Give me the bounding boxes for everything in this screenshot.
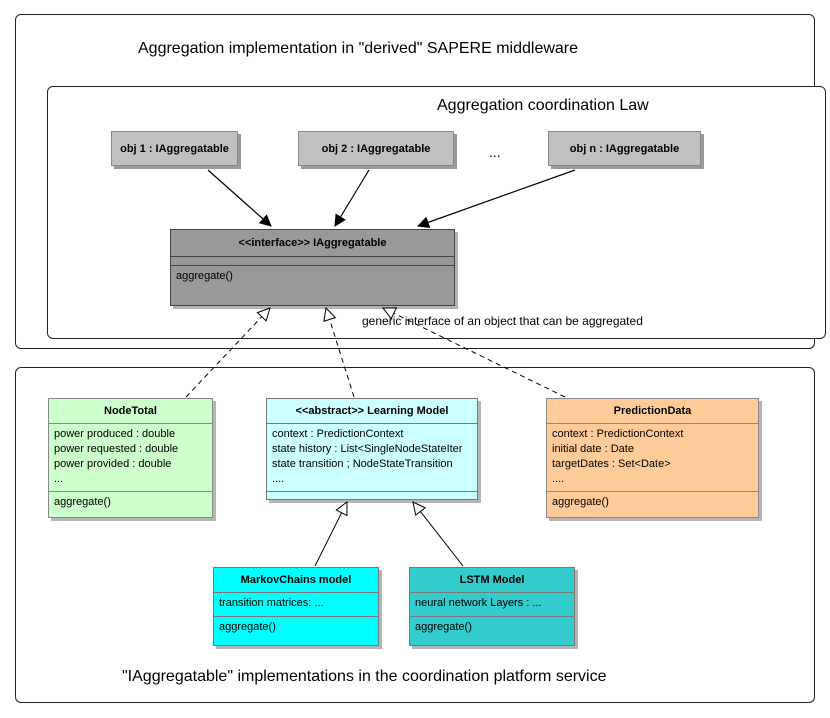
interface-header: <<interface>> IAggregatable — [171, 230, 454, 257]
object-instance-label: obj n : IAggregatable — [569, 142, 680, 155]
class-attribute: targetDates : Set<Date> — [552, 458, 671, 470]
lstm-model-class: LSTM Model neural network Layers : ... a… — [409, 567, 575, 646]
dependency-arrow — [207, 169, 272, 227]
coordination-law-title: Aggregation coordination Law — [437, 97, 649, 114]
class-header: PredictionData — [547, 399, 758, 424]
generalization-arrow — [314, 502, 347, 567]
realization-arrow — [383, 308, 566, 398]
class-attribute: transition matrices: ... — [219, 597, 324, 609]
interface-attributes — [171, 257, 454, 266]
class-attributes: context : PredictionContext initial date… — [547, 424, 758, 492]
class-methods: aggregate() — [410, 617, 574, 638]
class-method: aggregate() — [54, 496, 111, 508]
middleware-frame-title: Aggregation implementation in "derived" … — [138, 40, 579, 57]
class-attribute: state history : List<SingleNodeStateIter — [272, 443, 463, 455]
interface-methods: aggregate() — [171, 266, 454, 287]
class-attributes: transition matrices: ... — [214, 593, 378, 617]
class-methods: aggregate() — [214, 617, 378, 638]
node-total-class: NodeTotal power produced : double power … — [48, 398, 213, 518]
class-attribute: state transition ; NodeStateTransition — [272, 458, 453, 470]
dependency-arrow — [334, 169, 370, 227]
dependency-arrow — [417, 169, 576, 228]
class-header: NodeTotal — [49, 399, 212, 424]
class-attribute: .... — [272, 473, 285, 485]
class-method: aggregate() — [552, 496, 609, 508]
class-attribute: power produced : double — [54, 428, 176, 440]
realization-arrow — [326, 308, 355, 398]
object-instance-label: obj 2 : IAggregatable — [321, 142, 431, 155]
interface-method: aggregate() — [176, 270, 233, 282]
interface-note: generic interface of an object that can … — [362, 314, 643, 328]
class-attribute: initial date : Date — [552, 443, 634, 455]
object-instance-2: obj 2 : IAggregatable — [298, 131, 454, 166]
class-header: MarkovChains model — [214, 568, 378, 593]
class-attribute: context : PredictionContext — [552, 428, 684, 440]
class-header: LSTM Model — [410, 568, 574, 593]
class-attribute: power requested : double — [54, 443, 179, 455]
class-attributes: neural network Layers : ... — [410, 593, 574, 617]
object-instance-n: obj n : IAggregatable — [548, 131, 701, 166]
prediction-data-class: PredictionData context : PredictionConte… — [546, 398, 759, 518]
class-method: aggregate() — [415, 621, 472, 633]
object-instance-label: obj 1 : IAggregatable — [120, 142, 229, 155]
objects-ellipsis: ... — [489, 144, 501, 160]
iaggregatable-interface: <<interface>> IAggregatable aggregate() — [170, 229, 455, 306]
class-attributes: power produced : double power requested … — [49, 424, 212, 492]
learning-model-class: <<abstract>> Learning Model context : Pr… — [266, 398, 478, 500]
generalization-arrow — [413, 502, 464, 567]
platform-service-title: "IAggregatable" implementations in the c… — [122, 668, 607, 685]
class-attribute: neural network Layers : ... — [415, 597, 542, 609]
class-header: <<abstract>> Learning Model — [267, 399, 477, 424]
class-attribute: ... — [54, 473, 64, 485]
class-attribute: power provided : double — [54, 458, 172, 470]
object-instance-1: obj 1 : IAggregatable — [111, 131, 238, 166]
class-methods: aggregate() — [547, 492, 758, 513]
markov-chains-class: MarkovChains model transition matrices: … — [213, 567, 379, 646]
class-attribute: context : PredictionContext — [272, 428, 404, 440]
realization-arrow — [185, 308, 270, 398]
class-attributes: context : PredictionContext state histor… — [267, 424, 477, 492]
class-methods: aggregate() — [49, 492, 212, 513]
class-method: aggregate() — [219, 621, 276, 633]
class-attribute: .... — [552, 473, 565, 485]
